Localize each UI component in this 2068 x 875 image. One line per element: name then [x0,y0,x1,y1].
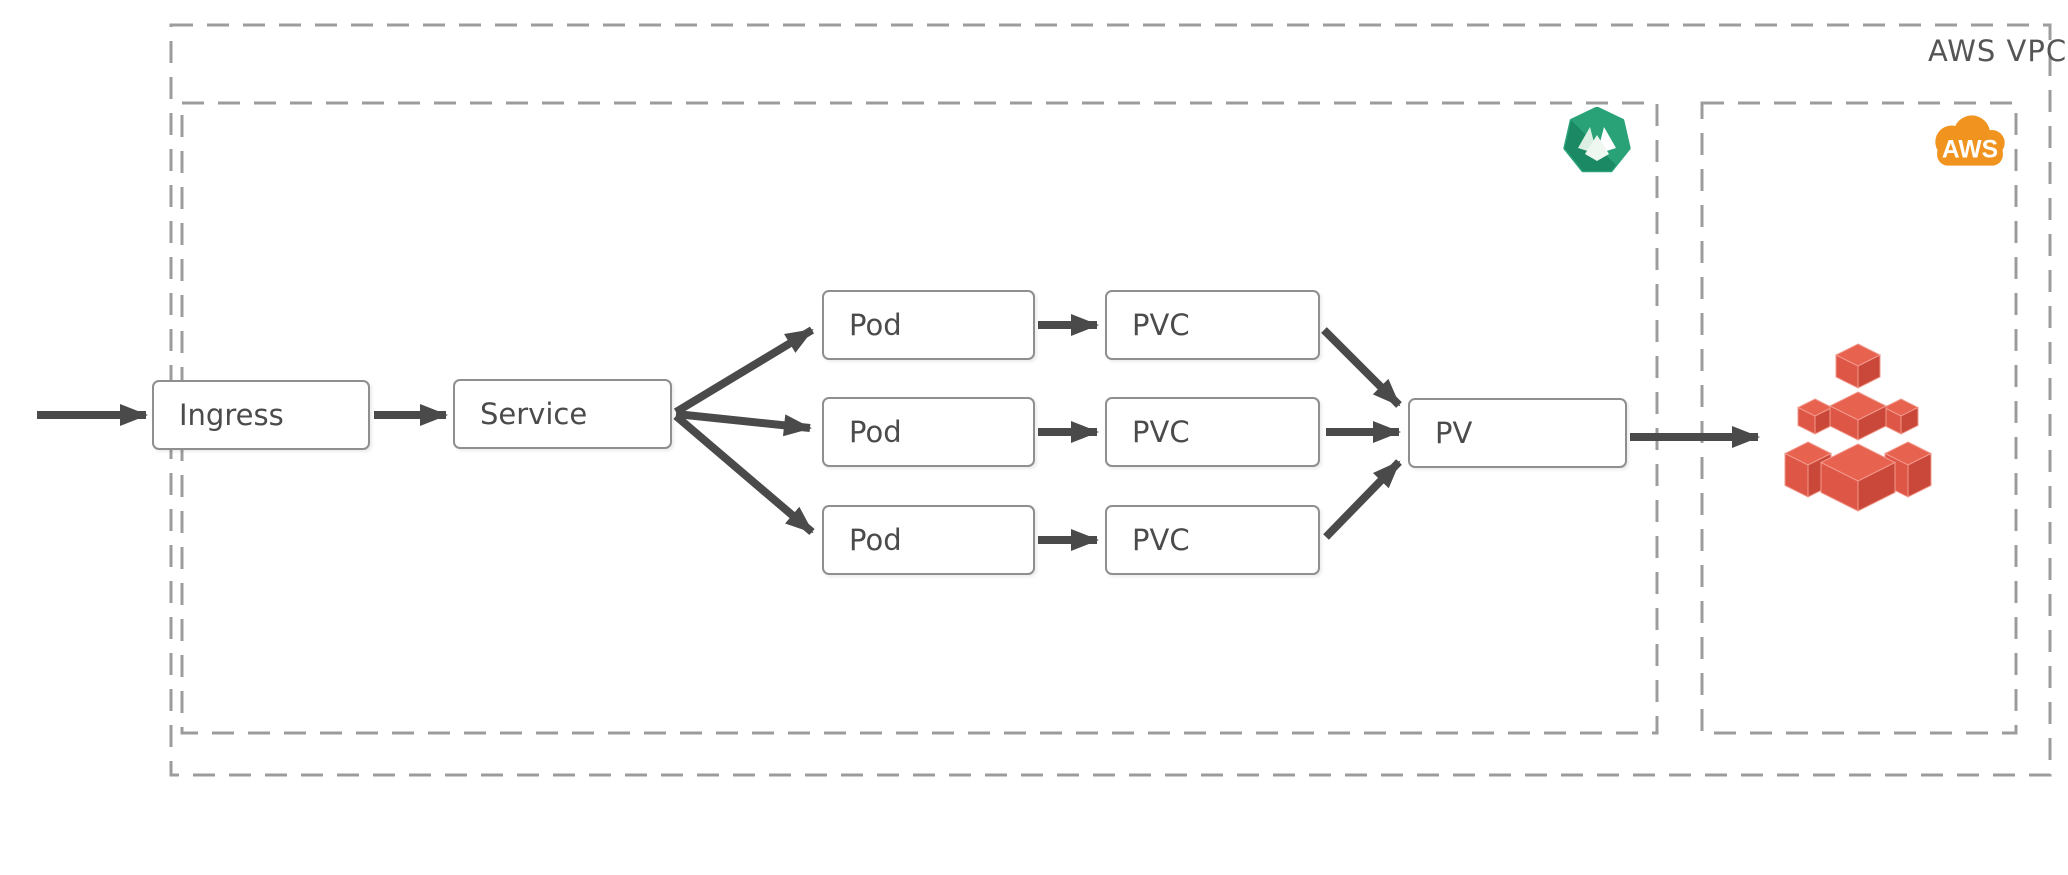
pvc-label: PVC [1132,523,1190,557]
cube-mid-right [1882,398,1920,435]
pvc-node-1: PVC [1105,290,1320,360]
pvc-label: PVC [1132,308,1190,342]
cube-bottom-left [1784,441,1833,498]
aws-cloud-icon: AWS [1935,115,2005,166]
ingress-node: Ingress [152,380,370,450]
pod-label: Pod [849,523,902,557]
pod-node-1: Pod [822,290,1035,360]
arrow-service-to-pod-3 [673,412,815,536]
pv-label: PV [1435,416,1473,450]
aws-vpc-region-border [169,23,2052,777]
arrow-service-to-pod-1 [673,326,815,416]
pod-node-3: Pod [822,505,1035,575]
pod-label: Pod [849,415,902,449]
service-node: Service [453,379,672,449]
aws-services-region-border [1700,101,2018,735]
service-label: Service [480,397,588,431]
pod-node-2: Pod [822,397,1035,467]
arrow-pvc3-to-pv [1323,459,1402,540]
pod-label: Pod [849,308,902,342]
aws-storage-cubes-icon [1784,343,1933,512]
cube-mid-left [1796,398,1834,435]
pvc-node-3: PVC [1105,505,1320,575]
aws-vpc-region-label: AWS VPC [1928,34,2068,68]
cube-top [1834,343,1882,389]
cube-mid-center [1828,391,1888,441]
pvc-node-2: PVC [1105,397,1320,467]
arrow-service-to-pod-2 [675,410,812,437]
pv-node: PV [1408,398,1627,468]
cube-bottom-center [1819,443,1897,512]
ingress-label: Ingress [179,398,284,432]
kubernetes-icon [1563,107,1631,173]
pvc-label: PVC [1132,415,1190,449]
aws-cloud-text: AWS [1942,136,1998,163]
arrow-pvc1-to-pv [1321,327,1402,408]
